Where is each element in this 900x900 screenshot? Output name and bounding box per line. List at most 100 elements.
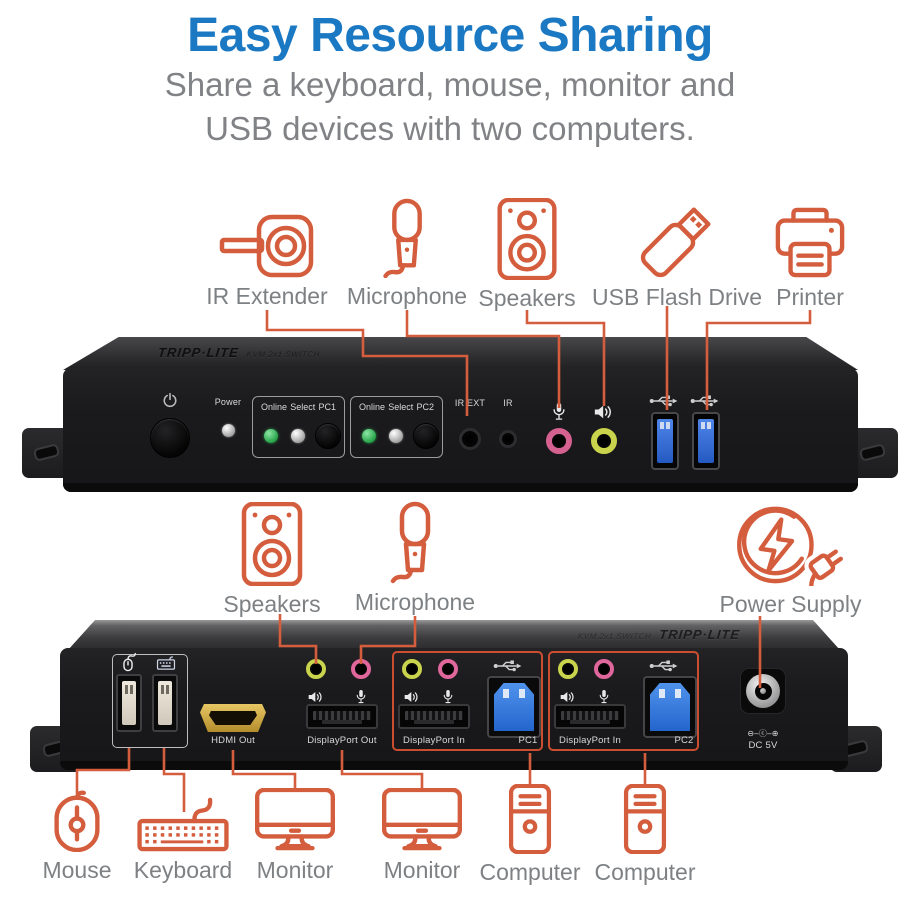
page-title: Easy Resource Sharing: [187, 9, 713, 62]
pc2-select-button: [413, 423, 439, 449]
keyboard-label: Keyboard: [133, 857, 233, 883]
pc2-displayport-in-label: DisplayPort In: [559, 735, 621, 746]
dc-polarity-symbol: ⊖–ⓒ–⊕: [747, 729, 779, 738]
dc-5v-label: DC 5V: [748, 740, 778, 751]
mic-jack: [546, 428, 572, 454]
pc2-online-led: [362, 429, 376, 443]
usb-trident-icon: [690, 395, 719, 407]
speakers-figure-2: Speakers: [217, 502, 327, 618]
pc2-label: PC2: [416, 402, 434, 412]
usb-flash-drive-label: USB Flash Drive: [592, 284, 762, 310]
monitor-icon: [382, 788, 462, 851]
power-supply-icon: [736, 506, 844, 586]
back-face: HDMI Out DisplayPort Out: [60, 648, 848, 770]
pc1-speaker-jack: [402, 659, 422, 679]
mount-slot: [858, 443, 887, 462]
mic-out-jack: [351, 659, 371, 679]
speaker-jack: [591, 428, 617, 454]
pc2-control-group: Online Select PC2: [350, 396, 443, 458]
pc2-speaker-jack: [558, 659, 578, 679]
monitor-label-2: Monitor: [383, 857, 461, 883]
microphone-label: Microphone: [354, 589, 476, 615]
power-led-label: Power: [214, 397, 242, 407]
speaker-glyph-icon: [308, 692, 322, 702]
pc1-displayport-in-port: [398, 704, 470, 729]
pc1-usb-b-port: [487, 676, 541, 738]
printer-icon: [775, 207, 845, 278]
speakers-label: Speakers: [478, 285, 576, 311]
usb-trident-icon: [493, 660, 522, 672]
mic-glyph-icon: [553, 403, 565, 420]
mount-slot: [32, 443, 61, 462]
front-face: Power Online Select PC1 Online Select PC…: [63, 368, 858, 492]
pc1-mic-jack: [438, 659, 458, 679]
keyboard-glyph-icon: [156, 656, 176, 670]
subtitle-line-1: Share a keyboard, mouse, monitor and: [164, 66, 736, 103]
hdmi-out-port: [200, 704, 266, 732]
mouse-usb-port: [116, 674, 142, 732]
mic-glyph-icon: [443, 690, 453, 704]
pc2-select-led: [389, 429, 403, 443]
printer-label: Printer: [776, 284, 844, 310]
speaker-glyph-icon: [560, 692, 574, 702]
pc2-displayport-in-port: [554, 704, 626, 729]
mouse-glyph-icon: [123, 652, 136, 672]
ir-extender-figure: IR Extender: [202, 214, 332, 310]
usb-trident-icon: [649, 660, 678, 672]
keyboard-usb-port: [152, 674, 178, 732]
mic-glyph-icon: [599, 690, 609, 704]
microphone-icon: [390, 501, 431, 584]
keyboard-figure: Keyboard: [118, 796, 248, 884]
monitor-label-1: Monitor: [256, 857, 334, 883]
mouse-icon: [54, 790, 100, 852]
pc1-control-group: Online Select PC1: [252, 396, 345, 458]
computer-label-2: Computer: [594, 859, 696, 885]
microphone-label: Microphone: [346, 283, 468, 309]
usb-flash-drive-figure: USB Flash Drive: [592, 203, 762, 311]
displayport-out-label: DisplayPort Out: [307, 735, 377, 746]
ir-ext-jack: [459, 428, 481, 450]
speaker-glyph-icon: [594, 405, 611, 419]
hdmi-out-label: HDMI Out: [211, 735, 255, 746]
mic-glyph-icon: [356, 690, 366, 704]
ir-extender-icon: [219, 214, 314, 278]
computer-figure-2: Computer: [590, 784, 700, 886]
computer-figure-1: Computer: [475, 784, 585, 886]
speakers-figure: Speakers: [472, 198, 582, 312]
ir-extender-label: IR Extender: [206, 283, 328, 309]
monitor-icon: [255, 788, 335, 851]
ir-ext-label: IR EXT: [454, 398, 486, 408]
microphone-icon: [383, 198, 422, 278]
pc2-port-label: PC2: [674, 735, 694, 746]
microphone-figure: Microphone: [342, 198, 472, 310]
speakers-icon: [497, 198, 557, 280]
subtitle-line-2: USB devices with two computers.: [205, 110, 695, 147]
displayport-out-port: [306, 704, 378, 729]
speaker-out-jack: [306, 659, 326, 679]
mouse-figure: Mouse: [27, 788, 127, 884]
usb-port-2: [692, 412, 720, 470]
speakers-icon: [241, 502, 303, 586]
keyboard-icon: [137, 797, 229, 852]
pc1-online-led: [264, 429, 278, 443]
pc1-input-section-box: [392, 651, 543, 751]
dc-power-jack: [740, 668, 786, 714]
pc1-label: PC1: [318, 402, 336, 412]
computer-icon: [623, 784, 667, 854]
ir-jack: [499, 430, 517, 448]
pc2-input-section-box: [548, 651, 699, 751]
ir-label: IR: [503, 398, 513, 408]
monitor-figure-2: Monitor: [367, 788, 477, 884]
usb-port-1: [651, 412, 679, 470]
usb-flash-drive-icon: [640, 207, 711, 278]
select-label: Select: [388, 402, 414, 412]
power-button: [150, 418, 190, 458]
power-supply-label: Power Supply: [719, 591, 862, 617]
pc1-select-button: [315, 423, 341, 449]
printer-figure: Printer: [755, 207, 865, 311]
